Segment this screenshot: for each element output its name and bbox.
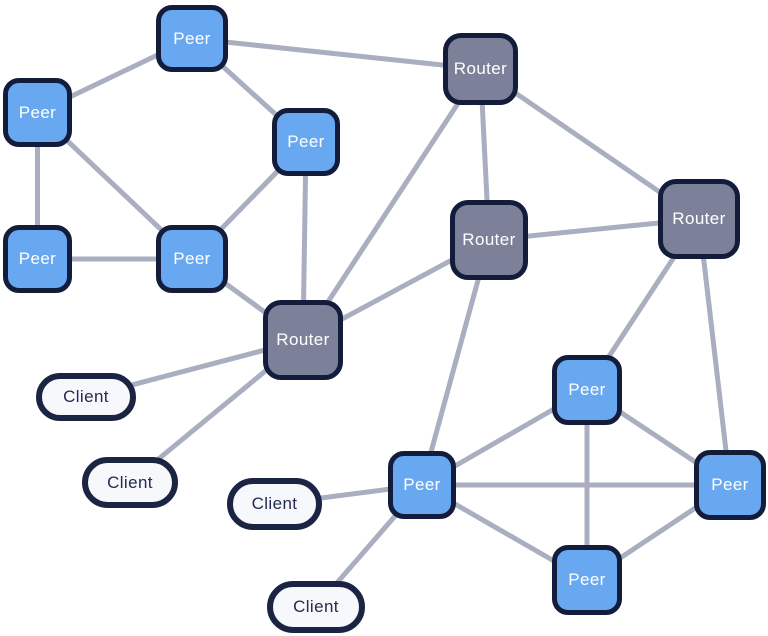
- edge-router-3--peer-8: [696, 216, 733, 488]
- node-label-peer-6: Peer: [568, 380, 606, 399]
- node-label-client-2: Client: [107, 472, 153, 492]
- node-label-peer-5: Peer: [173, 249, 211, 268]
- node-router-3: Router: [658, 179, 740, 259]
- node-peer-9: Peer: [552, 545, 622, 615]
- node-label-peer-2: Peer: [18, 102, 57, 122]
- node-peer-3: Peer: [272, 108, 340, 176]
- node-label-router-3: Router: [672, 209, 726, 228]
- node-label-peer-7: Peer: [403, 475, 441, 494]
- node-label-peer-9: Peer: [568, 570, 606, 589]
- node-router-4: Router: [263, 300, 343, 380]
- node-client-3: Client: [227, 478, 322, 530]
- node-client-2: Client: [82, 457, 178, 508]
- node-client-1: Client: [36, 373, 136, 421]
- node-label-router-1: Router: [453, 59, 508, 78]
- node-peer-7: Peer: [388, 451, 456, 519]
- node-router-1: Router: [443, 33, 518, 105]
- node-client-4: Client: [267, 581, 365, 633]
- node-peer-1: Peer: [156, 5, 228, 72]
- node-peer-6: Peer: [552, 355, 622, 425]
- node-label-client-3: Client: [251, 494, 298, 513]
- node-label-client-1: Client: [63, 387, 109, 406]
- node-peer-5: Peer: [156, 225, 228, 293]
- node-router-2: Router: [450, 200, 528, 280]
- node-peer-2: Peer: [3, 78, 72, 147]
- node-label-peer-8: Peer: [711, 475, 749, 494]
- edge-router-1--router-4: [300, 66, 483, 343]
- node-label-router-2: Router: [462, 230, 516, 249]
- node-peer-4: Peer: [3, 225, 72, 293]
- node-label-peer-3: Peer: [287, 132, 325, 151]
- node-label-peer-1: Peer: [173, 28, 211, 48]
- edge-router-2--peer-7: [419, 237, 492, 488]
- node-label-router-4: Router: [276, 330, 330, 349]
- node-label-peer-4: Peer: [18, 249, 57, 268]
- edge-peer-1--router-1: [189, 36, 483, 72]
- node-peer-8: Peer: [694, 450, 766, 520]
- node-label-client-4: Client: [293, 597, 339, 616]
